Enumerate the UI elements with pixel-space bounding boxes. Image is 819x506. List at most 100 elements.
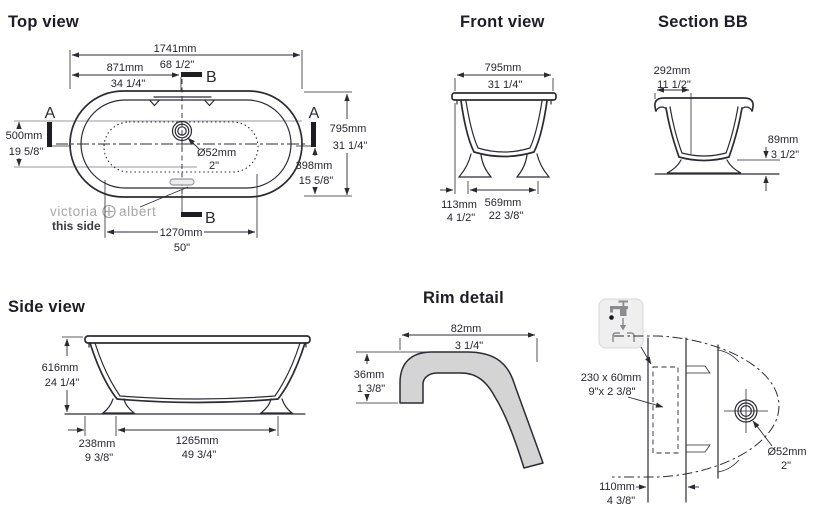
- dim-113-in: 4 1/2": [447, 212, 475, 224]
- dim-82-mm: 82mm: [451, 323, 482, 335]
- dim-89-mm: 89mm: [768, 134, 799, 146]
- dim-238-mm: 238mm: [79, 438, 116, 450]
- dim-1741-mm: 1741mm: [154, 43, 197, 55]
- section-rim-curl: [654, 97, 754, 112]
- side-body-outer: [89, 342, 306, 404]
- top-extension-lines: [69, 50, 352, 238]
- rim-recess-notches: [149, 96, 215, 107]
- section-extension-lines: [654, 93, 780, 161]
- dim-1270-mm: 1270mm: [160, 227, 203, 239]
- logo-circle-plus-icon: [102, 204, 116, 219]
- dim-616-mm: 616mm: [42, 362, 79, 374]
- dim-89-in: 3 1/2": [771, 149, 799, 161]
- dim-1265-mm: 1265mm: [176, 435, 219, 447]
- dim-292-in: 11 1/2": [657, 79, 691, 91]
- dim-1741-in: 68 1/2": [160, 59, 195, 71]
- dim-871-in: 34 1/4": [111, 78, 146, 90]
- section-markers: A A B B: [45, 69, 320, 227]
- dim-detail-waste-mm: Ø52mm: [767, 446, 806, 458]
- drain-leader-arrow: [187, 137, 200, 150]
- side-foot-left: [101, 398, 136, 414]
- drain-ring-mid: [174, 123, 190, 139]
- section-b-bar-top: [181, 72, 202, 77]
- front-view: Front view 795mm 31 1/4" 113mm 4 1/2" 56…: [440, 13, 557, 224]
- side-foot-right: [259, 398, 294, 414]
- detail-drain-crosshair: [724, 389, 768, 433]
- dim-detail-waste-in: 2": [781, 460, 791, 472]
- top-view-title: Top view: [8, 13, 79, 31]
- side-extension-lines: [62, 336, 279, 436]
- dim-36-mm: 36mm: [354, 369, 385, 381]
- section-b-bar-bottom: [181, 212, 202, 217]
- overflow-slot: [169, 178, 195, 186]
- dim-871-mm: 871mm: [107, 62, 144, 74]
- this-side-label: this side: [52, 219, 101, 233]
- front-foot-right: [515, 153, 551, 178]
- tap-area-leader-arrow: [627, 396, 664, 408]
- section-bb-view: Section BB 292mm 11 1/2" 89mm 3 1/2": [654, 13, 799, 191]
- section-a-label-right: A: [309, 105, 320, 122]
- dim-113-mm: 113mm: [441, 199, 477, 211]
- logo-word-albert: albert: [119, 204, 156, 219]
- dim-500-in: 19 5/8": [9, 146, 44, 158]
- dim-795front-in: 31 1/4": [488, 79, 523, 91]
- dim-36-in: 1 3/8": [357, 383, 385, 395]
- section-b-label-top: B: [206, 69, 217, 86]
- deck-ledge-steps: [686, 365, 711, 453]
- side-view: Side view 616mm 24 1/4" 238mm 9 3/8" 126…: [8, 298, 311, 464]
- logo-plus-icon: [104, 207, 114, 216]
- dim-238-in: 9 3/8": [85, 452, 113, 464]
- dim-waste-in: 2": [209, 160, 219, 172]
- dim-waste-mm: Ø52mm: [197, 147, 236, 159]
- rim-detail-title: Rim detail: [423, 289, 504, 307]
- dim-500-mm: 500mm: [6, 130, 43, 142]
- dim-deck-in: 9"x 2 3/8": [589, 386, 636, 398]
- tap-spout-mouth: [610, 306, 613, 313]
- dim-110-mm: 110mm: [599, 481, 635, 493]
- side-rim-lips: [88, 342, 307, 348]
- section-rim-hooks: [655, 106, 753, 112]
- tap-handle: [618, 300, 628, 303]
- front-body-outer: [460, 100, 548, 158]
- tap-icon: [598, 298, 644, 349]
- logo-word-victoria: victoria: [50, 204, 98, 219]
- dim-1265-in: 49 3/4": [182, 449, 217, 461]
- section-a-bar-right: [311, 122, 316, 147]
- tap-flow-arrowhead: [619, 325, 627, 331]
- front-rim-slab: [451, 92, 557, 101]
- side-body-inner: [94, 342, 301, 400]
- tap-spout: [611, 306, 628, 310]
- tap-handle-stem: [622, 302, 625, 307]
- front-rim-lips: [456, 99, 552, 105]
- top-view: Top view Ø52mm 2" victoria a: [6, 13, 368, 254]
- detail-drain-symbol: [724, 389, 768, 433]
- tub-end-phantom-outline: [612, 335, 780, 478]
- side-rim-slab: [84, 335, 311, 344]
- detail-drain-leader-arrow: [752, 420, 773, 447]
- section-a-label-left: A: [45, 105, 56, 122]
- section-body-inner: [669, 106, 739, 157]
- dim-398-mm: 398mm: [296, 160, 333, 172]
- dim-569-in: 22 3/8": [489, 210, 524, 222]
- dim-292-mm: 292mm: [654, 65, 691, 77]
- logo-leader-line: [139, 186, 189, 208]
- section-bb-title: Section BB: [658, 13, 748, 31]
- dim-795top-in: 31 1/4": [333, 140, 368, 152]
- front-body-inner: [465, 100, 543, 153]
- front-foot-left: [457, 153, 493, 178]
- brand-logo: victoria albert this side: [50, 204, 156, 233]
- dim-82-in: 3 1/4": [455, 340, 483, 352]
- dim-569-mm: 569mm: [485, 197, 522, 209]
- deck-corner-curves: [717, 349, 740, 473]
- section-base-plinth: [666, 159, 742, 174]
- dim-1270-in: 50": [174, 242, 190, 254]
- dim-398-in: 15 5/8": [299, 175, 334, 187]
- front-extension-lines: [454, 78, 554, 194]
- rim-cross-section: [399, 351, 544, 469]
- rim-detail-view: Rim detail 82mm 3 1/4" 36mm 1 3/8": [354, 289, 544, 469]
- dim-795front-mm: 795mm: [485, 62, 522, 74]
- drain-center-cross: [177, 139, 187, 149]
- front-view-title: Front view: [460, 13, 545, 31]
